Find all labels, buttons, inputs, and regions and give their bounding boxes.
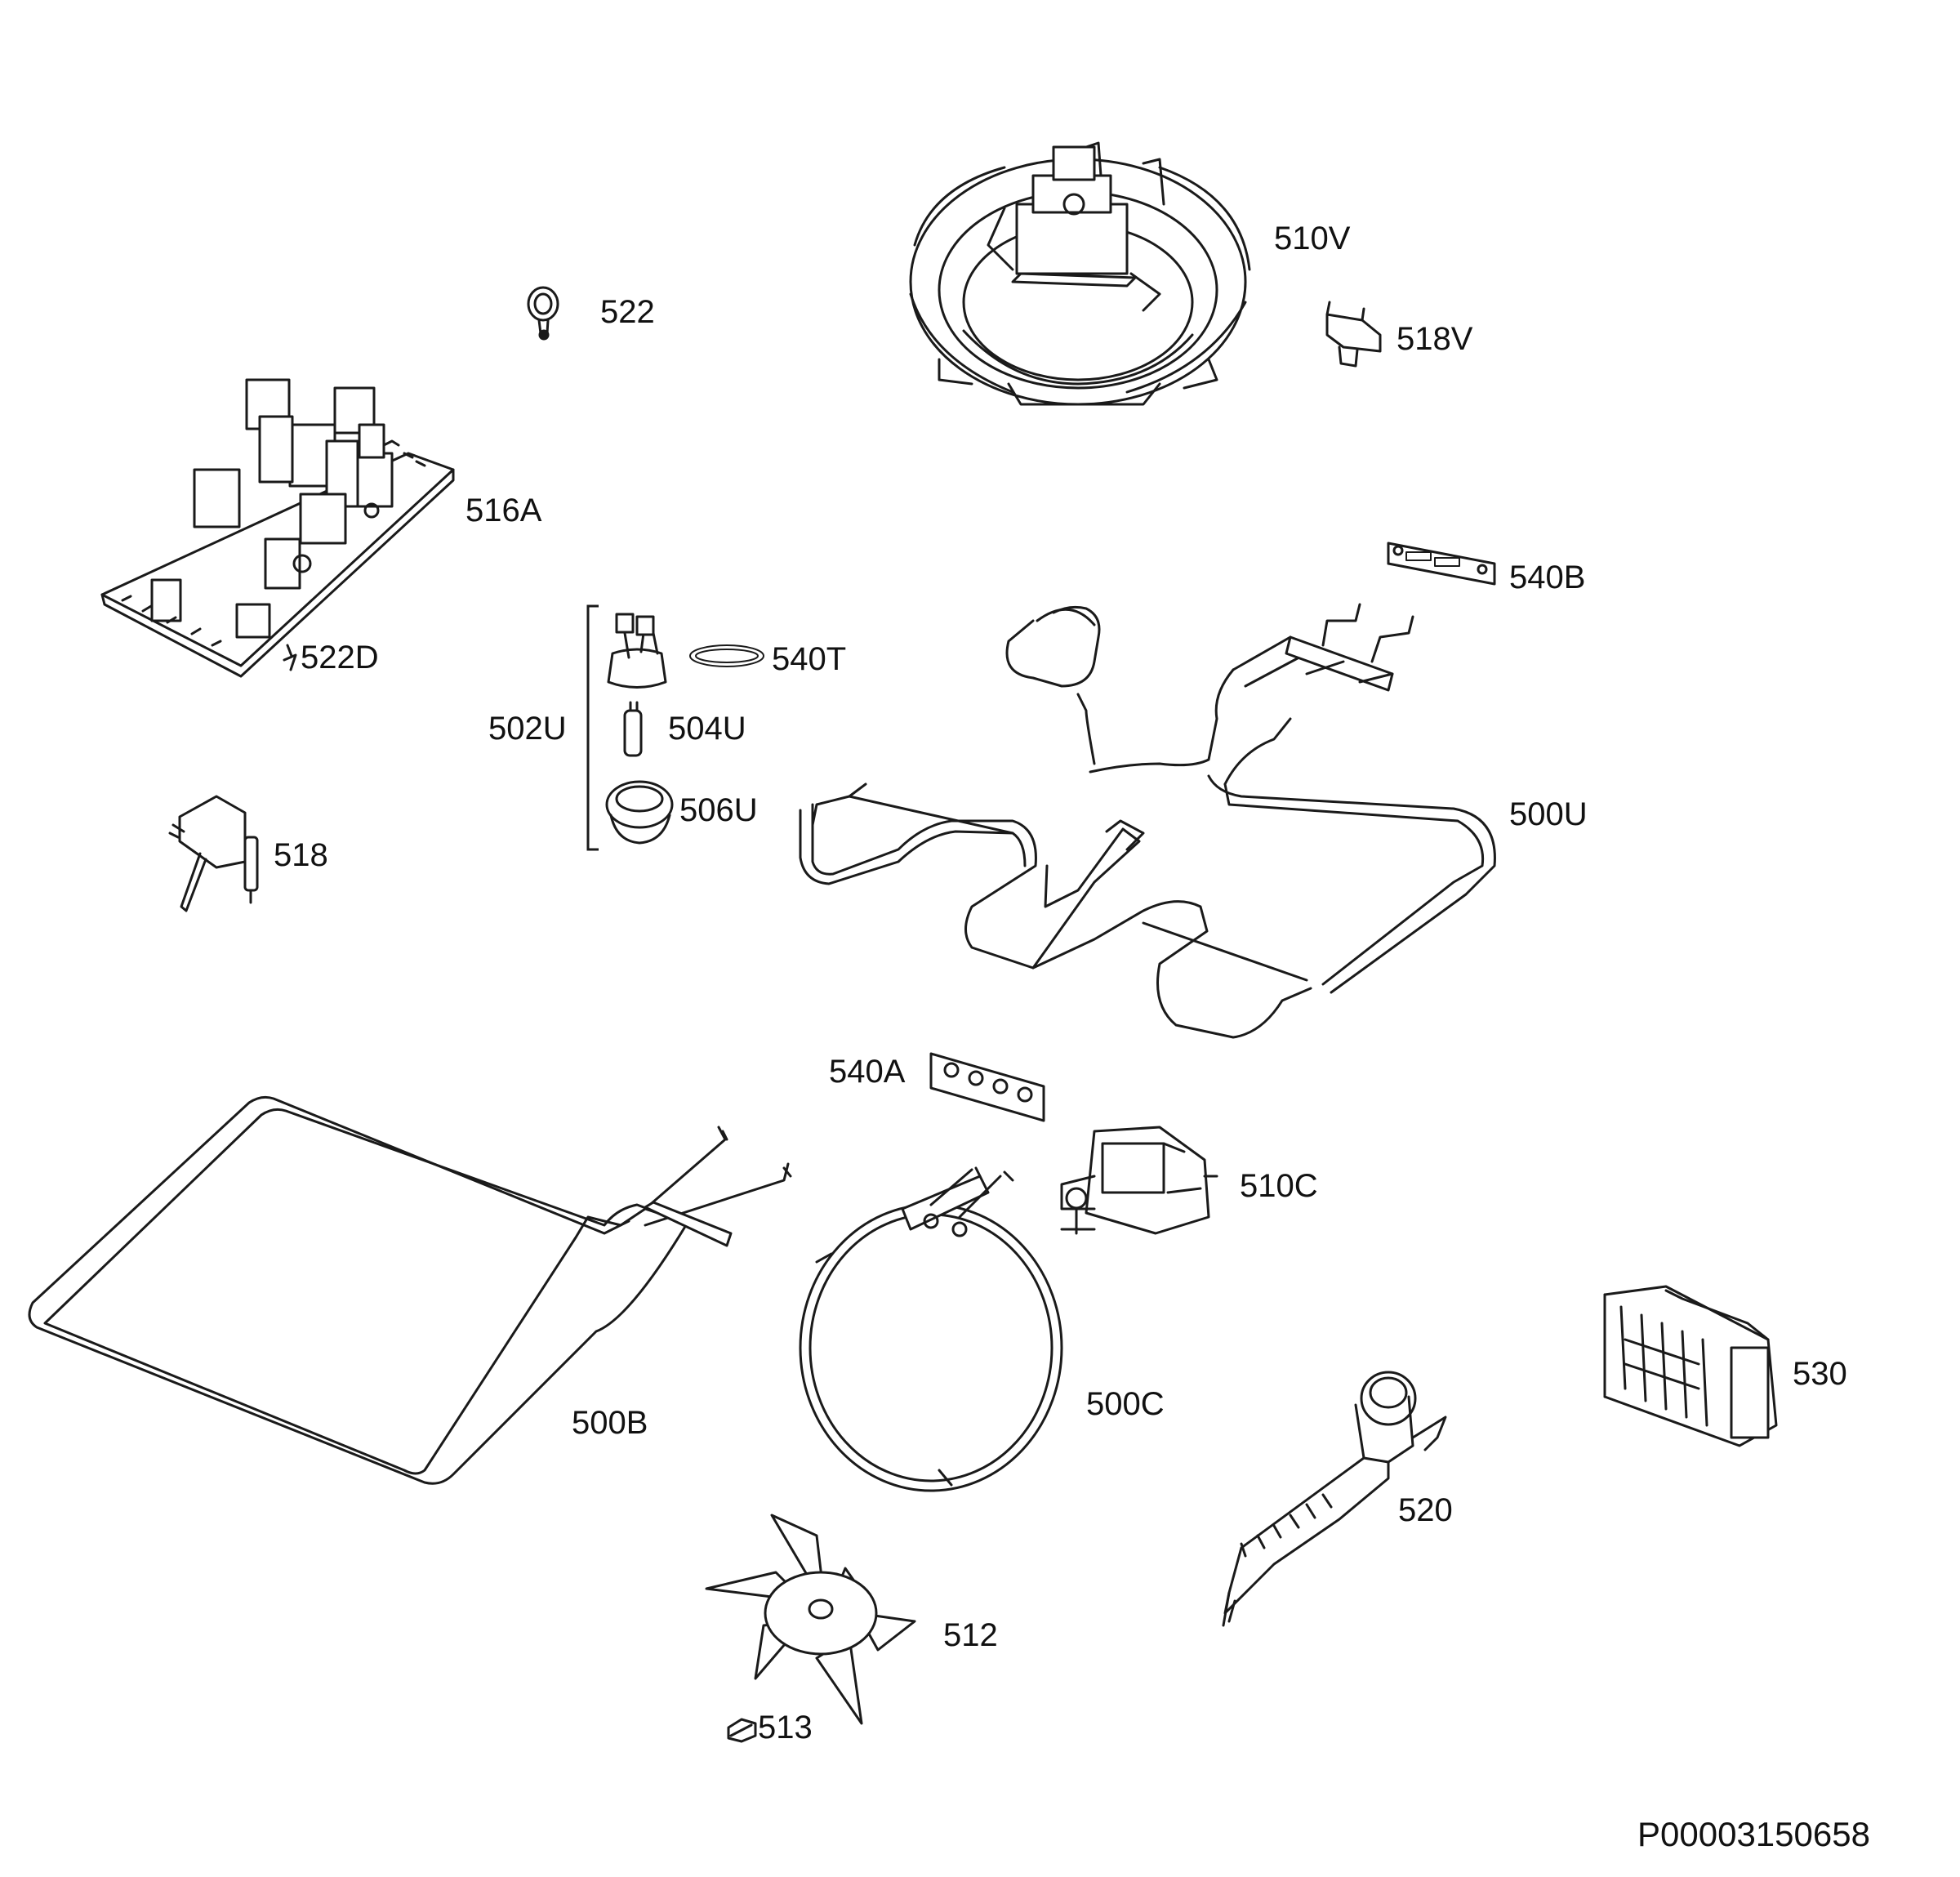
label-522: 522 [600,294,655,330]
label-540A: 540A [829,1054,906,1090]
door-lock-icon[interactable] [1222,1371,1447,1627]
circular-heating-element-icon[interactable] [799,1166,1063,1492]
convection-fan-motor-assembly-icon[interactable] [909,141,1251,406]
fan-blade-icon[interactable] [705,1514,916,1725]
label-530: 530 [1793,1356,1847,1392]
upper-heating-element-icon[interactable] [799,603,1496,1039]
small-thermostat-icon[interactable] [1325,301,1382,368]
lamp-assembly-bracket [586,604,599,851]
label-502U: 502U [488,711,567,747]
diagram-id: P00003150658 [1637,1815,1870,1853]
label-504U: 504U [668,711,746,747]
clip-icon[interactable] [527,286,559,341]
label-506U: 506U [679,792,758,828]
label-500B: 500B [572,1405,648,1441]
label-510V: 510V [1274,221,1351,256]
circuit-board-icon[interactable] [100,378,455,678]
nut-icon[interactable] [727,1718,757,1743]
cooling-fan-motor-icon[interactable] [1060,1126,1218,1235]
label-513: 513 [758,1710,813,1745]
label-516A: 516A [466,493,542,528]
label-518: 518 [274,837,328,873]
bulb-icon[interactable] [623,701,643,757]
terminal-block-icon[interactable] [1603,1285,1778,1447]
insulation-plate-icon[interactable] [929,1052,1045,1122]
screw-icon[interactable] [283,644,297,671]
lamp-cover-icon[interactable] [605,780,674,845]
thermostat-with-probe-icon[interactable] [168,795,259,912]
label-500C: 500C [1086,1386,1165,1422]
label-540T: 540T [772,641,846,677]
terminal-plate-icon[interactable] [1387,542,1496,586]
gasket-icon[interactable] [689,644,764,667]
label-540B: 540B [1509,560,1585,595]
label-518V: 518V [1396,321,1473,357]
bottom-heating-element-icon[interactable] [28,1095,792,1485]
label-500U: 500U [1509,796,1588,832]
label-520: 520 [1398,1492,1453,1528]
label-522D: 522D [301,640,379,675]
label-512: 512 [943,1617,998,1653]
lamp-holder-icon[interactable] [607,613,667,689]
label-510C: 510C [1240,1168,1318,1204]
